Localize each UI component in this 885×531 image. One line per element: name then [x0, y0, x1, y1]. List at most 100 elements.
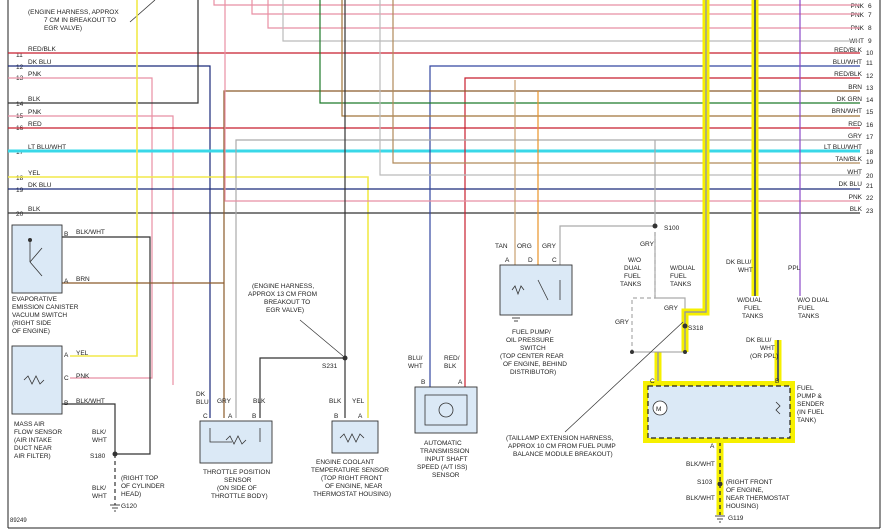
- svg-text:TAN/BLK: TAN/BLK: [835, 156, 862, 163]
- svg-text:LT BLU/WHT: LT BLU/WHT: [28, 144, 66, 151]
- wire-dk-blu-12-left: [8, 65, 211, 418]
- svg-text:DK GRN: DK GRN: [837, 96, 863, 103]
- svg-text:BLK/WHT: BLK/WHT: [686, 461, 715, 468]
- svg-text:DK BLU: DK BLU: [839, 181, 863, 188]
- wire-blk-tps: [259, 357, 345, 418]
- svg-text:AIR FILTER): AIR FILTER): [14, 453, 51, 460]
- figure-id: 89249: [10, 518, 27, 524]
- svg-text:(ENGINE HARNESS, APPROX: (ENGINE HARNESS, APPROX: [28, 9, 119, 16]
- g119-ground: BLK/WHT S103 BLK/WHT (RIGHT FRONT OF ENG…: [686, 461, 790, 523]
- leader-taillamp: [564, 321, 684, 433]
- wire-pnk-22: [224, 0, 860, 202]
- wire-yel-18-left: [8, 176, 369, 418]
- wire-brn-14: [223, 90, 860, 418]
- svg-text:THROTTLE BODY): THROTTLE BODY): [211, 493, 268, 500]
- svg-text:PNK: PNK: [28, 71, 42, 78]
- wire-pnk-6: [213, 0, 860, 6]
- svg-text:BLK: BLK: [253, 398, 266, 405]
- s180-ground: BLK/ WHT S180 BLK/ WHT (RIGHT TOP OF CYL…: [90, 429, 165, 512]
- wire-dk-grn-15: [319, 0, 860, 104]
- wire-brn-wht-16: [341, 0, 860, 117]
- fuel-pump-sender: M C B A FUEL PUMP & SENDER (IN FUEL TANK…: [643, 378, 824, 450]
- svg-text:GRY: GRY: [640, 241, 655, 248]
- svg-text:11: 11: [866, 60, 873, 67]
- leader-s231: [299, 319, 344, 357]
- svg-text:A: A: [505, 257, 510, 264]
- svg-text:DISTRIBUTOR): DISTRIBUTOR): [510, 369, 556, 376]
- svg-text:20: 20: [16, 211, 24, 218]
- svg-text:DK BLU: DK BLU: [28, 182, 52, 189]
- tank-options: GRY W/O DUAL FUEL TANKS W/DUAL FUEL TANK…: [615, 241, 704, 332]
- svg-text:RED/BLK: RED/BLK: [834, 47, 862, 54]
- svg-text:(OR PPL): (OR PPL): [750, 353, 778, 360]
- svg-text:PNK: PNK: [76, 373, 90, 380]
- svg-text:WHT: WHT: [738, 267, 753, 274]
- svg-text:EMISSION CANISTER: EMISSION CANISTER: [12, 304, 79, 311]
- svg-text:FUEL PUMP/: FUEL PUMP/: [512, 329, 551, 336]
- svg-text:C: C: [650, 378, 655, 385]
- svg-text:FUEL: FUEL: [624, 273, 641, 280]
- ground-icon: [715, 515, 725, 523]
- wire-pnk-8: [267, 0, 860, 29]
- wire-blk-wht-maf: [62, 403, 116, 454]
- svg-text:A: A: [228, 413, 233, 420]
- splice-s318: [682, 323, 688, 329]
- svg-text:16: 16: [866, 122, 874, 129]
- svg-text:SWITCH: SWITCH: [520, 345, 546, 352]
- svg-text:20: 20: [866, 173, 874, 180]
- svg-text:LT BLU/WHT: LT BLU/WHT: [824, 144, 862, 151]
- svg-text:C: C: [552, 257, 557, 264]
- svg-text:FUEL: FUEL: [744, 305, 761, 312]
- splice-s103: [717, 481, 723, 487]
- svg-text:TANKS: TANKS: [620, 281, 642, 288]
- svg-text:BLK/: BLK/: [92, 485, 106, 492]
- svg-text:BLK: BLK: [28, 96, 41, 103]
- svg-text:13: 13: [866, 85, 874, 92]
- svg-text:PNK: PNK: [849, 194, 863, 201]
- svg-text:DUAL: DUAL: [624, 265, 642, 272]
- svg-text:FUEL: FUEL: [797, 385, 814, 392]
- input-shaft-speed-sensor: BLU/ WHT RED/ BLK B A AUTOMATIC TRANSMIS…: [408, 355, 478, 479]
- svg-text:PNK: PNK: [851, 3, 865, 10]
- svg-text:(RIGHT SIDE: (RIGHT SIDE: [12, 320, 52, 327]
- wire-gry-18: [235, 139, 860, 418]
- svg-text:TAN: TAN: [495, 243, 508, 250]
- svg-text:17: 17: [866, 134, 874, 141]
- svg-text:(ENGINE HARNESS,: (ENGINE HARNESS,: [252, 283, 314, 290]
- svg-text:TEMPERATURE SENSOR: TEMPERATURE SENSOR: [311, 467, 389, 474]
- svg-text:APPROX 10 CM FROM FUEL PUMP: APPROX 10 CM FROM FUEL PUMP: [508, 443, 616, 450]
- wire-gry-highlight-inner: [684, 0, 707, 352]
- svg-text:ENGINE COOLANT: ENGINE COOLANT: [316, 459, 374, 466]
- svg-text:S100: S100: [664, 225, 680, 232]
- svg-text:B: B: [64, 400, 68, 407]
- svg-text:G119: G119: [728, 515, 744, 522]
- svg-text:DK BLU/: DK BLU/: [726, 259, 751, 266]
- svg-text:18: 18: [16, 175, 24, 182]
- taillamp-note: (TAILLAMP EXTENSION HARNESS, APPROX 10 C…: [506, 435, 616, 458]
- svg-text:19: 19: [16, 187, 24, 194]
- svg-text:W/DUAL: W/DUAL: [737, 297, 763, 304]
- svg-text:18: 18: [866, 149, 874, 156]
- svg-text:GRY: GRY: [542, 243, 557, 250]
- svg-text:EGR VALVE): EGR VALVE): [266, 307, 304, 314]
- splice-s231: [342, 355, 348, 361]
- pump-motor-icon: [652, 400, 668, 416]
- svg-text:21: 21: [866, 183, 874, 190]
- svg-text:BALANCE MODULE BREAKOUT): BALANCE MODULE BREAKOUT): [513, 451, 613, 458]
- svg-text:WHT: WHT: [92, 493, 107, 500]
- evap-switch: B BLK/WHT A BRN EVAPORATIVE EMISSION CAN…: [11, 224, 105, 335]
- svg-text:RED: RED: [28, 121, 42, 128]
- svg-text:NEAR THERMOSTAT: NEAR THERMOSTAT: [726, 495, 790, 502]
- svg-text:GRY: GRY: [848, 133, 863, 140]
- svg-text:OF ENGINE): OF ENGINE): [12, 328, 50, 335]
- svg-text:OF ENGINE, NEAR: OF ENGINE, NEAR: [325, 483, 383, 490]
- svg-text:MASS AIR: MASS AIR: [14, 421, 45, 428]
- wire-gry-wo: [631, 232, 656, 352]
- svg-text:6: 6: [868, 3, 872, 10]
- svg-text:BLU/: BLU/: [408, 355, 423, 362]
- engine-coolant-temp-sensor: BLK YEL B A ENGINE COOLANT TEMPERATURE S…: [311, 398, 391, 498]
- svg-text:BLK/WHT: BLK/WHT: [76, 229, 105, 236]
- svg-text:D: D: [528, 257, 533, 264]
- svg-text:PUMP &: PUMP &: [797, 393, 822, 400]
